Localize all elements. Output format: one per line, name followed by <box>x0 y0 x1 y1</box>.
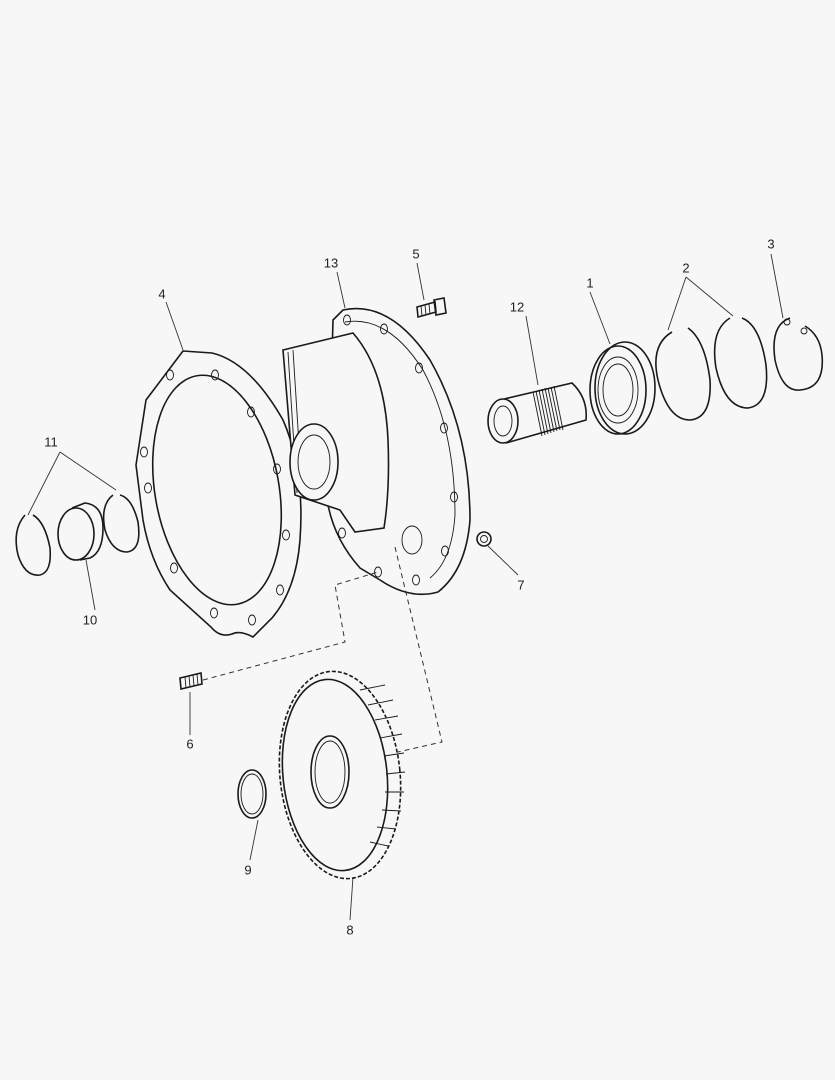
callout-8: 8 <box>346 922 354 938</box>
callout-12: 12 <box>509 299 525 315</box>
bushing-part <box>57 502 104 561</box>
stud-part <box>179 672 203 690</box>
callout-13: 13 <box>323 255 339 271</box>
callout-6: 6 <box>186 736 194 752</box>
circlip-part <box>773 317 824 391</box>
callout-7: 7 <box>517 577 525 593</box>
snap-rings-11 <box>15 494 140 576</box>
snap-rings-2 <box>655 317 768 421</box>
callout-3: 3 <box>767 236 775 252</box>
splined-sleeve-part <box>487 382 588 444</box>
leader-lines <box>27 253 784 921</box>
housing-part <box>282 307 471 596</box>
callout-1: 1 <box>586 275 594 291</box>
callout-9: 9 <box>244 862 252 878</box>
bolt-part <box>416 297 447 319</box>
o-ring-part <box>237 769 267 819</box>
gasket-part <box>135 350 302 638</box>
bearing-part <box>589 341 656 435</box>
stud-alignment-line <box>202 571 379 681</box>
callout-4: 4 <box>158 286 166 302</box>
callout-2: 2 <box>682 260 690 276</box>
callout-10: 10 <box>82 612 98 628</box>
nut-part <box>476 531 492 547</box>
bevel-gear-part <box>278 670 406 880</box>
callout-11: 11 <box>44 434 58 450</box>
gear-alignment-line <box>394 546 443 753</box>
callout-5: 5 <box>412 246 420 262</box>
